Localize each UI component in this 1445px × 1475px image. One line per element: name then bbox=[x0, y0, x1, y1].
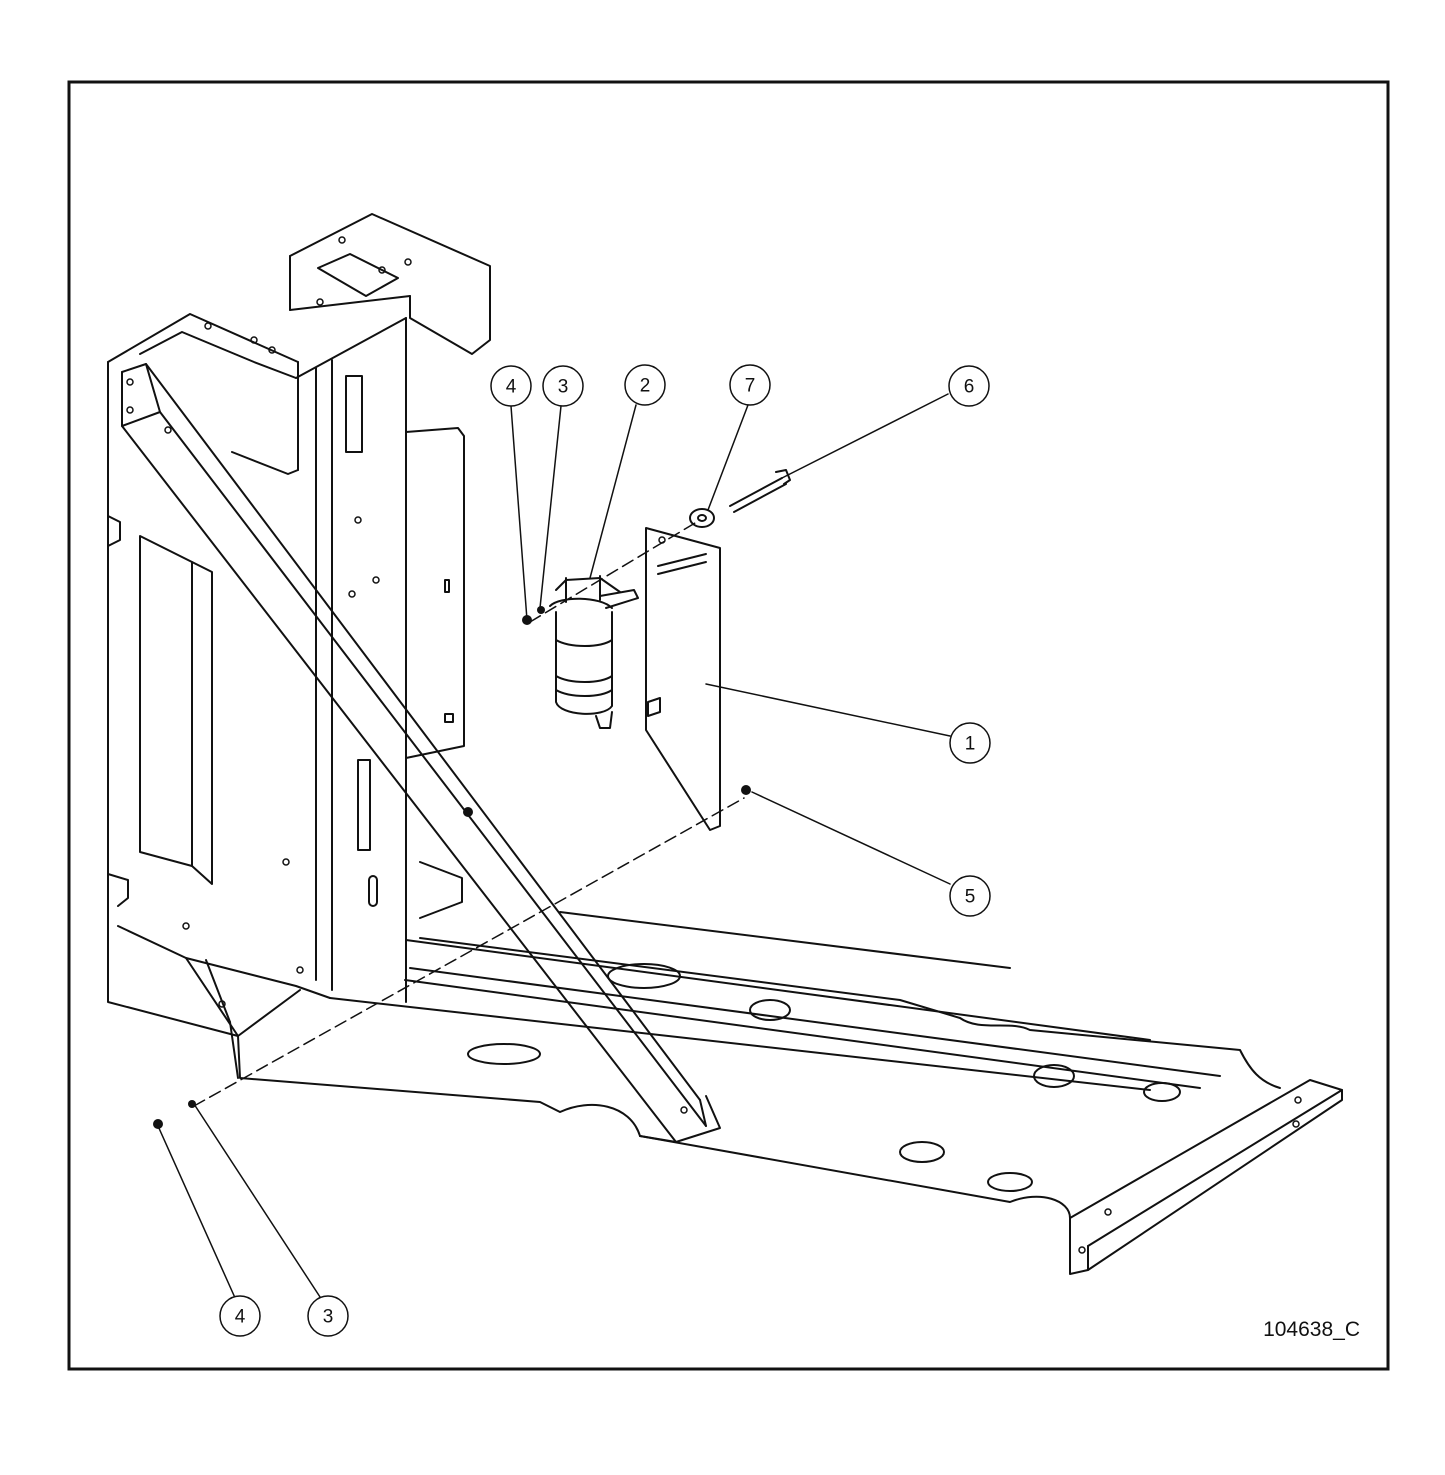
callout-2 bbox=[624, 364, 666, 406]
brace-bolt bbox=[463, 807, 473, 817]
callout-4-top bbox=[490, 365, 532, 407]
callout-3-top-label: 3 bbox=[558, 377, 569, 398]
lockwasher-upper bbox=[537, 606, 545, 614]
hardware-nuts bbox=[153, 606, 751, 1129]
washer-hole bbox=[697, 514, 707, 522]
callout-6 bbox=[948, 365, 990, 407]
callout-3-top bbox=[542, 365, 584, 407]
mounting-plate bbox=[645, 527, 721, 831]
callout-5-label: 5 bbox=[965, 887, 976, 908]
callout-5 bbox=[949, 875, 991, 917]
floor-pan bbox=[237, 861, 1343, 1275]
lockwasher-lower bbox=[188, 1100, 196, 1108]
callout-3-bottom bbox=[307, 1295, 349, 1337]
leader-lines bbox=[157, 393, 951, 1301]
nut-lower bbox=[153, 1119, 163, 1129]
callouts bbox=[219, 364, 991, 1337]
frame-holes bbox=[126, 236, 1302, 1254]
callout-6-label: 6 bbox=[964, 377, 975, 398]
callout-7 bbox=[729, 364, 771, 406]
callout-2-label: 2 bbox=[640, 376, 651, 397]
fuel-filter bbox=[549, 575, 639, 729]
callout-4-bottom-label: 4 bbox=[235, 1307, 246, 1328]
callout-4-bottom bbox=[219, 1295, 261, 1337]
assembly-axis-upper bbox=[529, 519, 701, 623]
callout-4-top-label: 4 bbox=[506, 377, 517, 398]
bolt bbox=[729, 469, 791, 513]
figure-id: 104638_C bbox=[1263, 1318, 1360, 1341]
callout-1-label: 1 bbox=[965, 734, 976, 755]
assembly-axis-lower bbox=[193, 797, 745, 1107]
callout-3-bottom-label: 3 bbox=[323, 1307, 334, 1328]
callout-7-label: 7 bbox=[745, 376, 756, 397]
washer bbox=[689, 508, 715, 528]
nut-upper bbox=[522, 615, 532, 625]
callout-1 bbox=[949, 722, 991, 764]
screw-5 bbox=[741, 785, 751, 795]
upright-frame bbox=[107, 213, 491, 1079]
drawing-frame bbox=[67, 80, 1390, 1371]
diagonal-brace bbox=[121, 363, 721, 1143]
